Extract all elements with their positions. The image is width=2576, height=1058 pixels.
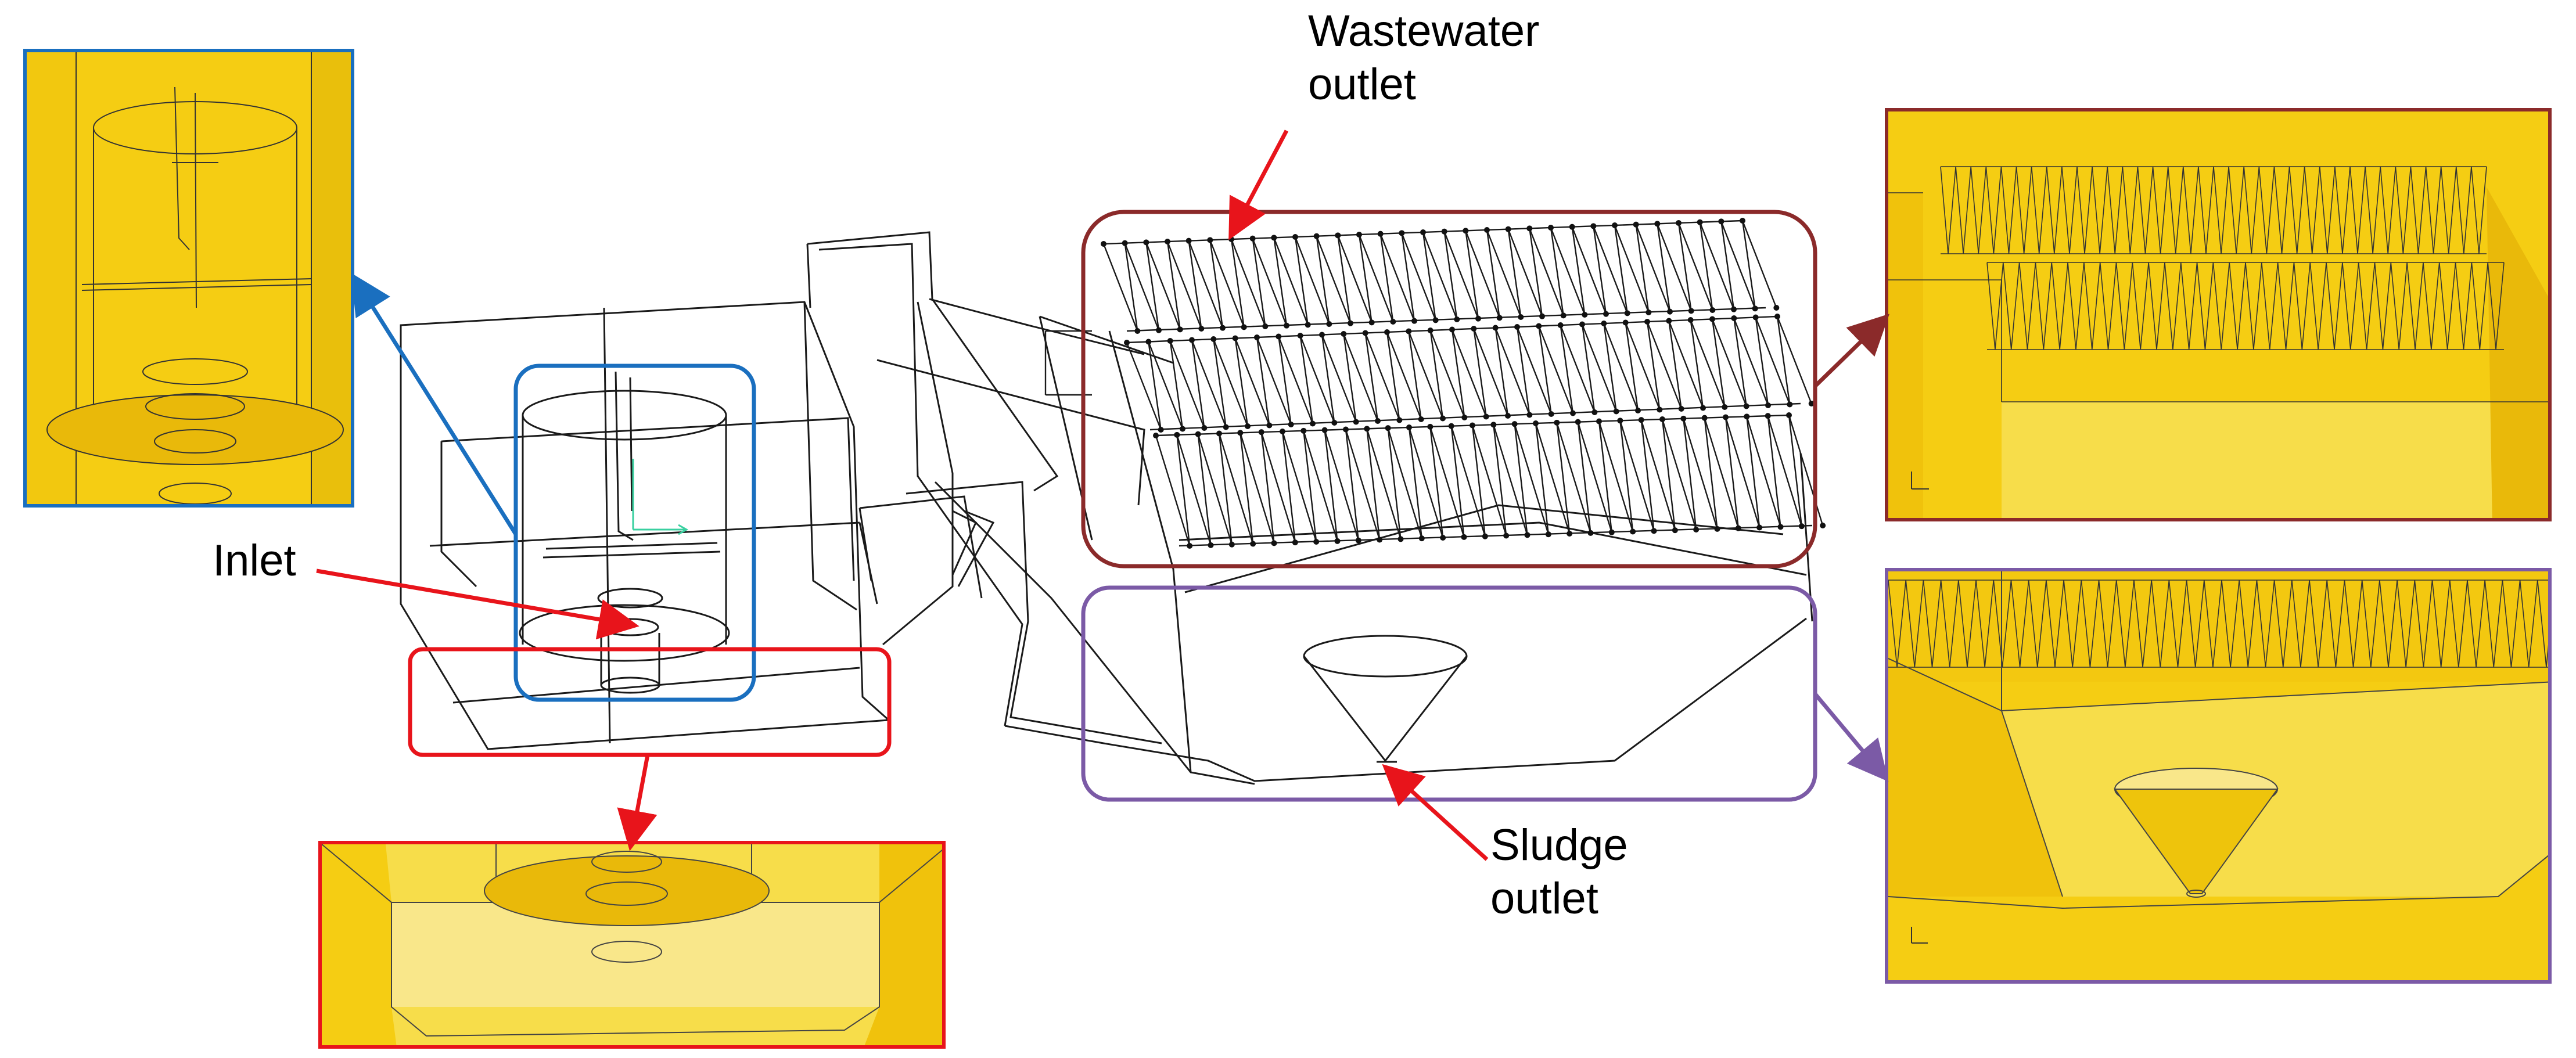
inset-inlet-mesh	[318, 841, 946, 1049]
inlet-zoom-arrow	[617, 754, 658, 851]
wireframe-edges	[400, 231, 1813, 785]
wastewater-outlet-line1: Wastewater	[1308, 6, 1540, 56]
wireframe-nodes	[1101, 218, 1826, 549]
sludge-outlet-label: Sludge outlet	[1490, 819, 1628, 926]
sludge-outlet-line2: outlet	[1490, 874, 1598, 923]
axis-triad-icon	[1911, 927, 1928, 944]
cylinder-zoom-arrow	[351, 273, 518, 535]
sludge-outlet-line1: Sludge	[1490, 821, 1628, 870]
cone-zoom-arrow	[1813, 692, 1889, 782]
inlet-label: Inlet	[213, 536, 296, 585]
wastewater-outlet-label: Wastewater outlet	[1308, 5, 1539, 111]
wastewater-arrow	[1228, 129, 1289, 240]
axis-triad-icon	[1911, 472, 1929, 490]
inlet-highlight-box	[408, 647, 892, 757]
wastewater-outlet-line2: outlet	[1308, 60, 1416, 109]
wastewater-highlight-box	[1081, 210, 1817, 568]
inset-launder-mesh	[1885, 108, 2552, 521]
inset-cylinder-mesh	[23, 49, 354, 508]
inlet-arrow	[316, 568, 639, 640]
launder-zoom-arrow	[1813, 314, 1890, 388]
axis-triad-icon	[632, 459, 689, 535]
sludge-arrow	[1382, 764, 1489, 861]
inset-cone-mesh	[1885, 568, 2552, 984]
sludge-highlight-box	[1081, 585, 1817, 802]
